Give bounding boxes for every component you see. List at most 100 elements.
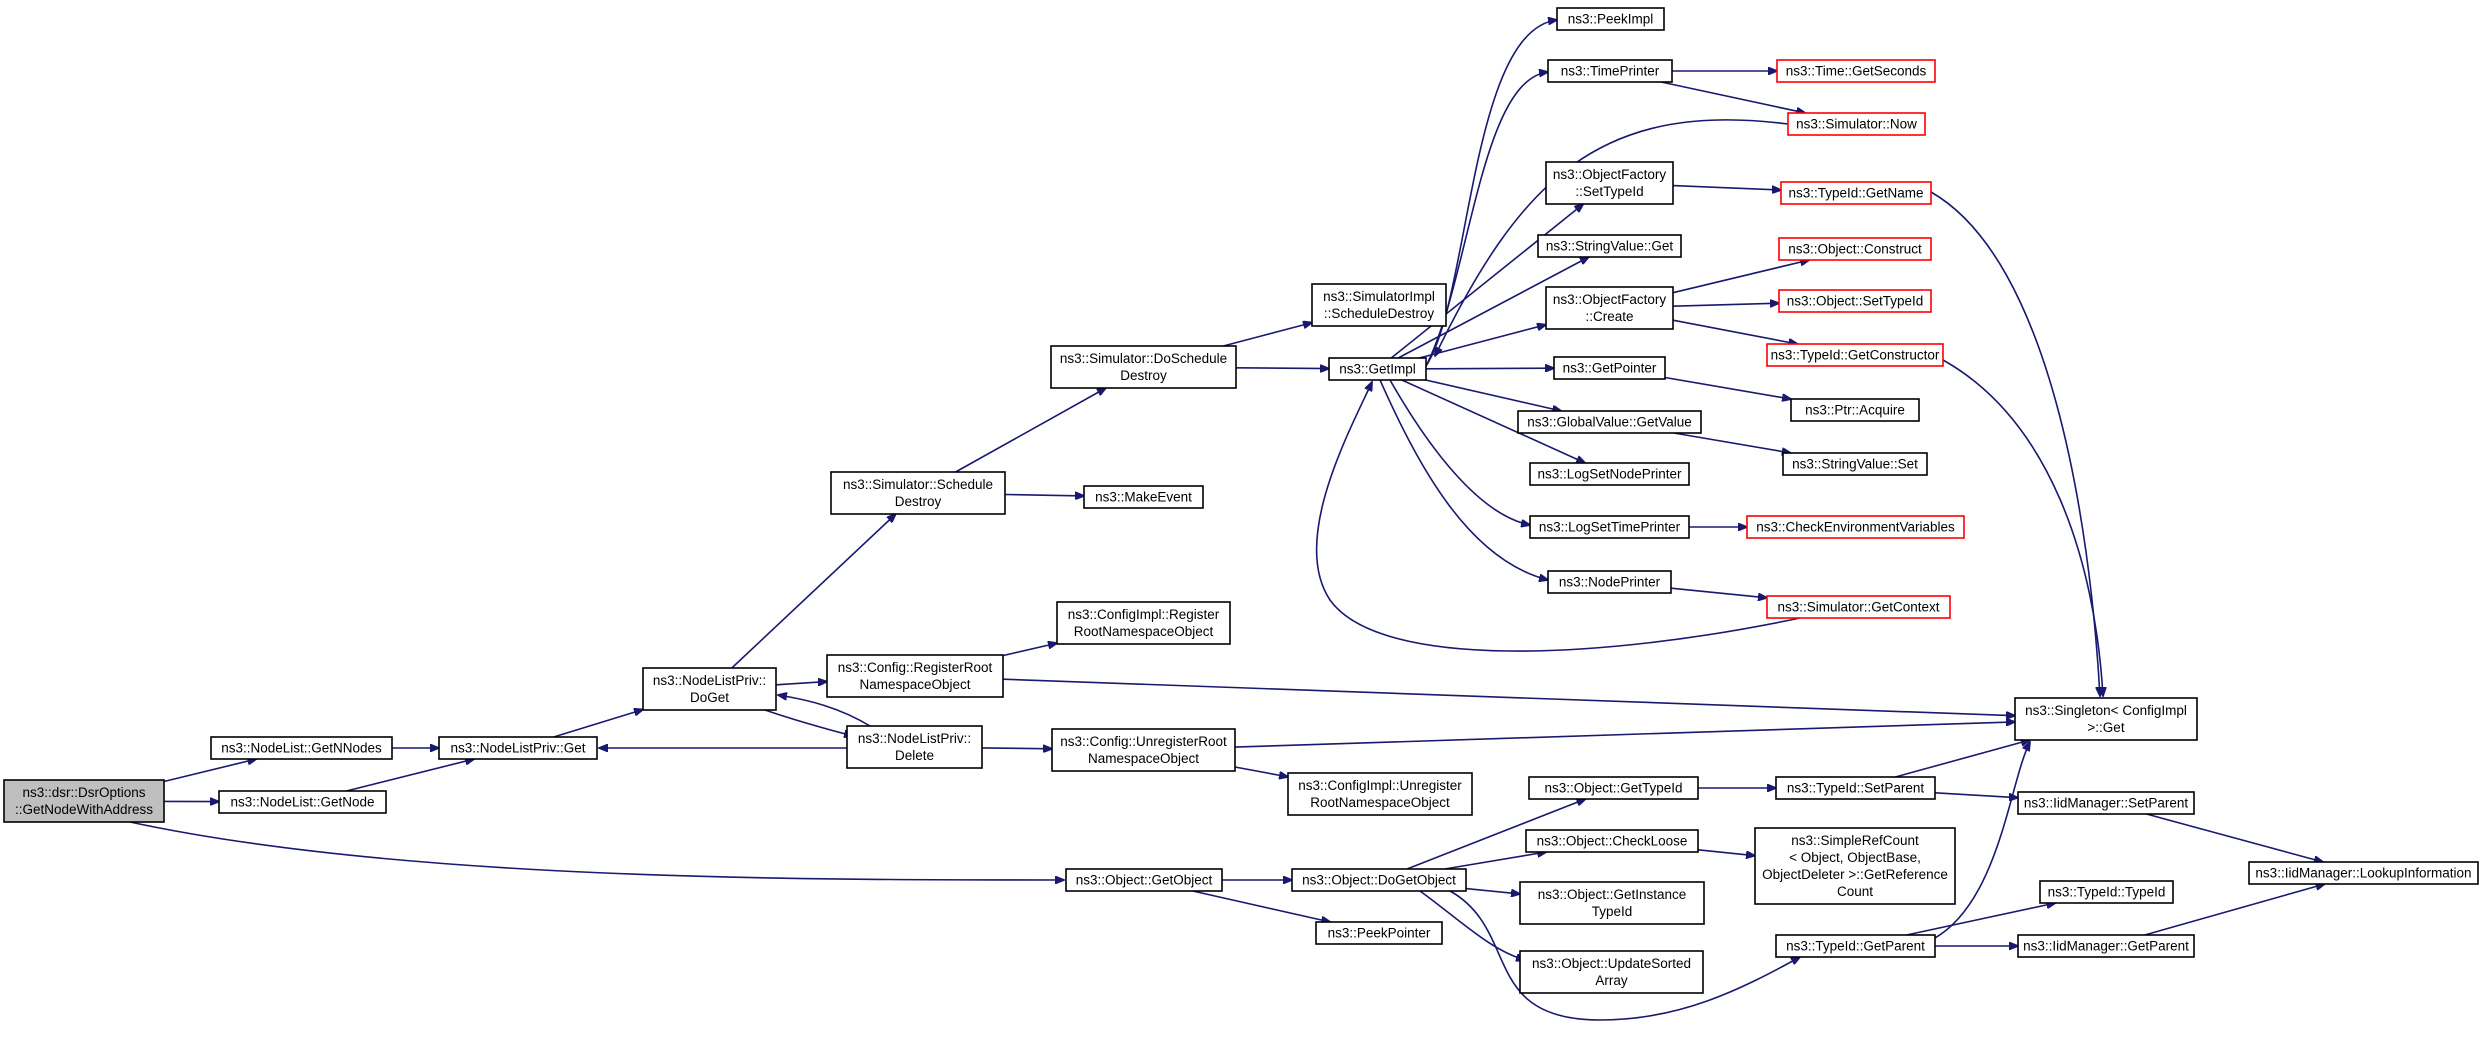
node-object_checkloose[interactable]: ns3::Object::CheckLoose bbox=[1525, 829, 1699, 853]
node-sim_schedule_destroy[interactable]: ns3::Simulator::ScheduleDestroy bbox=[830, 471, 1006, 515]
node-simimpl_scheduledestroy[interactable]: ns3::SimulatorImpl::ScheduleDestroy bbox=[1311, 283, 1447, 327]
node-box bbox=[1311, 283, 1447, 327]
node-sim_getcontext[interactable]: ns3::Simulator::GetContext bbox=[1766, 595, 1951, 619]
edge-root-to-object_getobject bbox=[129, 821, 1064, 880]
node-object_construct[interactable]: ns3::Object::Construct bbox=[1778, 237, 1932, 261]
node-nlp_get[interactable]: ns3::NodeListPriv::Get bbox=[438, 736, 598, 760]
node-box bbox=[1328, 357, 1427, 381]
node-label-line: ns3::GetPointer bbox=[1563, 361, 1657, 376]
node-label-line: TypeId bbox=[1592, 904, 1633, 919]
node-label-line: ns3::Simulator::GetContext bbox=[1777, 600, 1939, 615]
node-label-line: < Object, ObjectBase, bbox=[1789, 850, 1921, 865]
node-typeid_typeid[interactable]: ns3::TypeId::TypeId bbox=[2039, 880, 2174, 904]
node-box bbox=[1775, 934, 1936, 958]
node-box bbox=[2248, 861, 2479, 885]
node-timeprinter[interactable]: ns3::TimePrinter bbox=[1547, 59, 1673, 83]
node-typeid_getconstructor[interactable]: ns3::TypeId::GetConstructor bbox=[1766, 343, 1944, 367]
node-box bbox=[1780, 181, 1932, 205]
node-peekimpl[interactable]: ns3::PeekImpl bbox=[1556, 7, 1665, 31]
node-ptr_acquire[interactable]: ns3::Ptr::Acquire bbox=[1790, 398, 1920, 422]
edge-config_unregisterroot-to-configimpl_unregister bbox=[1234, 766, 1288, 777]
edge-sim_doschedule_destroy-to-simimpl_scheduledestroy bbox=[1223, 323, 1312, 347]
node-getpointer[interactable]: ns3::GetPointer bbox=[1553, 356, 1666, 380]
node-label-line: ns3::Simulator::DoSchedule bbox=[1060, 351, 1227, 366]
node-label-line: ns3::SimpleRefCount bbox=[1791, 833, 1919, 848]
node-object_settypeid[interactable]: ns3::Object::SetTypeId bbox=[1778, 289, 1932, 313]
node-label-line: ObjectDeleter >::GetReference bbox=[1762, 867, 1948, 882]
node-label-line: ns3::TypeId::SetParent bbox=[1787, 781, 1925, 796]
node-label-line: ns3::Time::GetSeconds bbox=[1786, 64, 1927, 79]
node-box bbox=[830, 471, 1006, 515]
node-label-line: ns3::Object::GetObject bbox=[1076, 873, 1213, 888]
node-label-line: ns3::NodeList::GetNode bbox=[230, 795, 374, 810]
node-box bbox=[1056, 601, 1231, 645]
edge-getimpl-to-logsetnodeprinter bbox=[1401, 379, 1585, 463]
node-iidmanager_lookup[interactable]: ns3::IidManager::LookupInformation bbox=[2248, 861, 2479, 885]
node-objfactory_settypeid[interactable]: ns3::ObjectFactory::SetTypeId bbox=[1545, 161, 1674, 205]
node-label-line: ns3::ObjectFactory bbox=[1553, 167, 1667, 182]
node-nodeprinter[interactable]: ns3::NodePrinter bbox=[1547, 570, 1672, 594]
node-box bbox=[1083, 485, 1204, 509]
node-box bbox=[1050, 345, 1237, 389]
node-label-line: ns3::Object::Construct bbox=[1788, 242, 1922, 257]
edge-typeid_getparent-to-singleton_get bbox=[1934, 742, 2030, 939]
edge-getimpl-to-logsettimeprinter bbox=[1389, 379, 1530, 525]
node-makeevent[interactable]: ns3::MakeEvent bbox=[1083, 485, 1204, 509]
node-config_unregisterroot[interactable]: ns3::Config::UnregisterRootNamespaceObje… bbox=[1051, 728, 1236, 772]
node-label-line: ns3::IidManager::LookupInformation bbox=[2255, 866, 2471, 881]
node-sim_now[interactable]: ns3::Simulator::Now bbox=[1787, 112, 1926, 136]
node-label-line: ns3::TypeId::GetParent bbox=[1786, 939, 1925, 954]
node-typeid_getparent[interactable]: ns3::TypeId::GetParent bbox=[1775, 934, 1936, 958]
node-logsetnodeprinter[interactable]: ns3::LogSetNodePrinter bbox=[1529, 462, 1690, 486]
node-label-line: ns3::PeekImpl bbox=[1568, 12, 1654, 27]
node-label-line: ::ScheduleDestroy bbox=[1324, 306, 1435, 321]
node-peekpointer[interactable]: ns3::PeekPointer bbox=[1315, 921, 1443, 945]
node-box bbox=[1778, 237, 1932, 261]
node-typeid_setparent[interactable]: ns3::TypeId::SetParent bbox=[1775, 776, 1936, 800]
node-object_gettypeid[interactable]: ns3::Object::GetTypeId bbox=[1528, 776, 1699, 800]
node-object_dogetobject[interactable]: ns3::Object::DoGetObject bbox=[1291, 868, 1467, 892]
node-label-line: ns3::LogSetTimePrinter bbox=[1539, 520, 1681, 535]
edge-object_dogetobject-to-object_gettypeid bbox=[1406, 799, 1586, 870]
edge-getimpl-to-nodeprinter bbox=[1379, 379, 1548, 580]
node-checkenv[interactable]: ns3::CheckEnvironmentVariables bbox=[1746, 515, 1965, 539]
node-stringvalue_set[interactable]: ns3::StringValue::Set bbox=[1782, 452, 1928, 476]
node-singleton_get[interactable]: ns3::Singleton< ConfigImpl >::Get bbox=[2014, 697, 2198, 741]
edge-object_checkloose-to-simplerefcount bbox=[1697, 849, 1755, 856]
node-time_getseconds[interactable]: ns3::Time::GetSeconds bbox=[1776, 59, 1936, 83]
node-logsettimeprinter[interactable]: ns3::LogSetTimePrinter bbox=[1529, 515, 1690, 539]
node-label-line: ns3::StringValue::Get bbox=[1546, 239, 1674, 254]
node-box bbox=[1545, 161, 1674, 205]
node-box bbox=[1746, 515, 1965, 539]
node-root[interactable]: ns3::dsr::DsrOptions::GetNodeWithAddress bbox=[3, 779, 165, 823]
node-iidmanager_getparent[interactable]: ns3::IidManager::GetParent bbox=[2017, 934, 2195, 958]
node-label-line: ns3::TypeId::TypeId bbox=[2048, 885, 2166, 900]
node-configimpl_unregister[interactable]: ns3::ConfigImpl::UnregisterRootNamespace… bbox=[1287, 772, 1473, 816]
node-nlp_doget[interactable]: ns3::NodeListPriv::DoGet bbox=[642, 667, 777, 711]
node-label-line: ns3::Object::UpdateSorted bbox=[1532, 956, 1691, 971]
node-objfactory_create[interactable]: ns3::ObjectFactory::Create bbox=[1545, 286, 1674, 330]
edge-object_dogetobject-to-object_getinstancetypeid bbox=[1465, 887, 1520, 894]
node-label-line: >::Get bbox=[2087, 720, 2124, 735]
node-getimpl[interactable]: ns3::GetImpl bbox=[1328, 357, 1427, 381]
node-box bbox=[1519, 881, 1705, 925]
node-object_getobject[interactable]: ns3::Object::GetObject bbox=[1065, 868, 1223, 892]
node-box bbox=[2017, 791, 2195, 815]
node-iidmanager_setparent[interactable]: ns3::IidManager::SetParent bbox=[2017, 791, 2195, 815]
node-nlp_delete[interactable]: ns3::NodeListPriv::Delete bbox=[846, 725, 983, 769]
node-label-line: ns3::ObjectFactory bbox=[1553, 292, 1667, 307]
node-getnnodes[interactable]: ns3::NodeList::GetNNodes bbox=[210, 736, 393, 760]
node-stringvalue_get[interactable]: ns3::StringValue::Get bbox=[1537, 234, 1682, 258]
node-simplerefcount[interactable]: ns3::SimpleRefCount< Object, ObjectBase,… bbox=[1754, 827, 1956, 905]
node-getnode[interactable]: ns3::NodeList::GetNode bbox=[218, 790, 387, 814]
node-configimpl_register[interactable]: ns3::ConfigImpl::RegisterRootNamespaceOb… bbox=[1056, 601, 1231, 645]
node-typeid_getname[interactable]: ns3::TypeId::GetName bbox=[1780, 181, 1932, 205]
edge-getimpl-to-globalvalue_getvalue bbox=[1425, 379, 1562, 411]
node-globalvalue_getvalue[interactable]: ns3::GlobalValue::GetValue bbox=[1517, 410, 1702, 434]
node-label-line: Array bbox=[1595, 973, 1628, 988]
